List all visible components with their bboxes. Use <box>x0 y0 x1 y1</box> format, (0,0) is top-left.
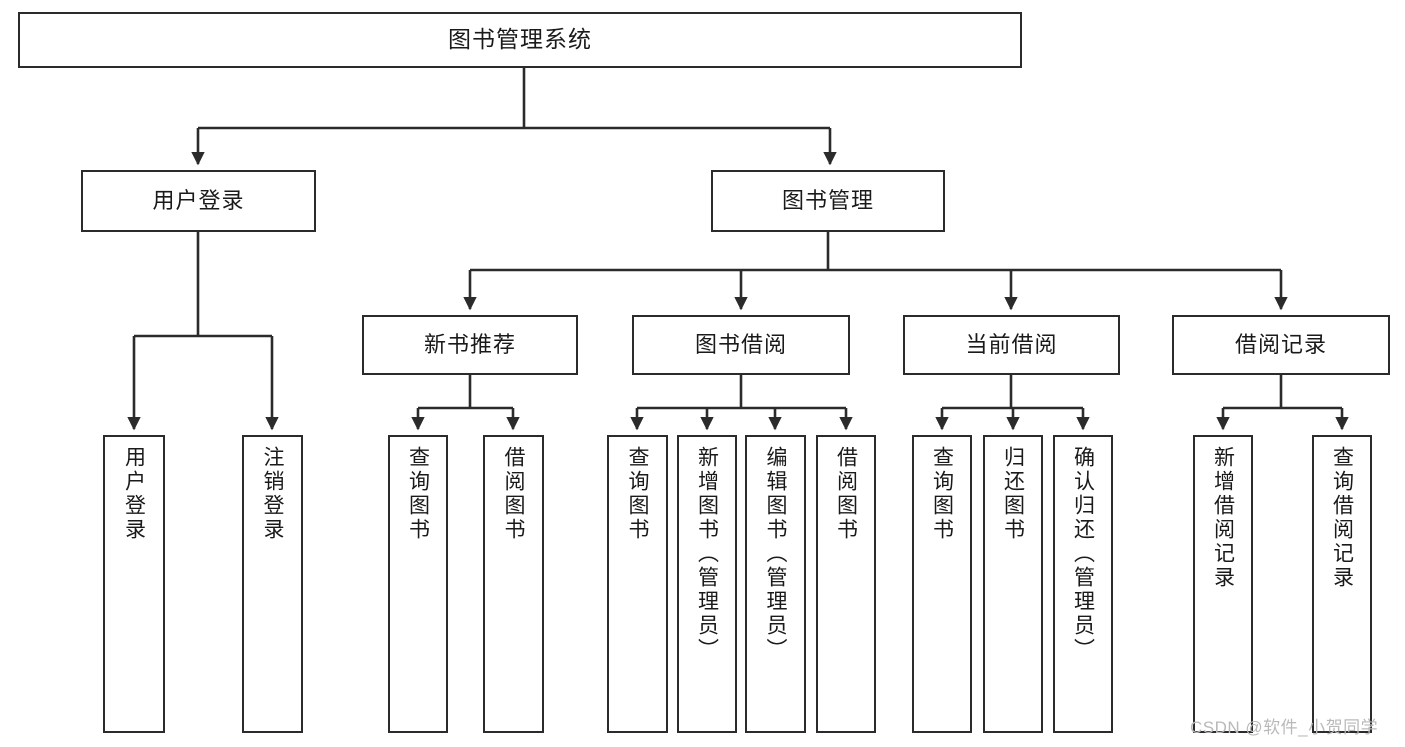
leaf-borrow-book-2[interactable]: 借阅图书 <box>816 435 876 733</box>
leaf-query-book-3[interactable]: 查询图书 <box>912 435 972 733</box>
node-borrow-record-label: 借阅记录 <box>1234 332 1327 358</box>
node-book-borrow[interactable]: 图书借阅 <box>632 315 850 375</box>
leaf-query-book-1-label: 查询图书 <box>406 446 430 542</box>
node-borrow-record[interactable]: 借阅记录 <box>1172 315 1390 375</box>
node-new-book-recommend[interactable]: 新书推荐 <box>362 315 578 375</box>
leaf-borrow-book-1[interactable]: 借阅图书 <box>483 435 544 733</box>
leaf-query-book-2[interactable]: 查询图书 <box>607 435 668 733</box>
leaf-query-book-2-label: 查询图书 <box>626 446 649 542</box>
leaf-logout-label: 注销登录 <box>261 446 284 542</box>
node-book-manage[interactable]: 图书管理 <box>711 170 945 232</box>
node-current-borrow-label: 当前借阅 <box>965 332 1058 358</box>
leaf-add-borrow-record-label: 新增借阅记录 <box>1211 446 1235 590</box>
leaf-logout[interactable]: 注销登录 <box>242 435 303 733</box>
leaf-query-book-3-label: 查询图书 <box>930 446 954 542</box>
leaf-add-borrow-record[interactable]: 新增借阅记录 <box>1193 435 1253 733</box>
leaf-add-book-label: 新增图书（管理员） <box>695 446 719 662</box>
leaf-add-book[interactable]: 新增图书（管理员） <box>677 435 737 733</box>
node-book-manage-label: 图书管理 <box>781 188 874 214</box>
node-user-login[interactable]: 用户登录 <box>81 170 316 232</box>
leaf-confirm-return-label: 确认归还（管理员） <box>1071 446 1095 662</box>
node-current-borrow[interactable]: 当前借阅 <box>903 315 1120 375</box>
leaf-return-book[interactable]: 归还图书 <box>983 435 1043 733</box>
leaf-edit-book-label: 编辑图书（管理员） <box>764 446 787 662</box>
leaf-edit-book[interactable]: 编辑图书（管理员） <box>745 435 806 733</box>
leaf-confirm-return[interactable]: 确认归还（管理员） <box>1053 435 1113 733</box>
leaf-user-login[interactable]: 用户登录 <box>103 435 165 733</box>
leaf-return-book-label: 归还图书 <box>1001 446 1025 542</box>
leaf-user-login-label: 用户登录 <box>122 446 146 542</box>
node-root[interactable]: 图书管理系统 <box>18 12 1022 68</box>
node-new-book-recommend-label: 新书推荐 <box>423 332 516 358</box>
leaf-query-book-1[interactable]: 查询图书 <box>388 435 448 733</box>
node-root-label: 图书管理系统 <box>448 26 592 53</box>
watermark: CSDN @软件_小贺同学 <box>1190 718 1379 737</box>
node-user-login-label: 用户登录 <box>152 188 245 214</box>
leaf-query-borrow-record[interactable]: 查询借阅记录 <box>1312 435 1372 733</box>
node-book-borrow-label: 图书借阅 <box>694 332 787 358</box>
leaf-borrow-book-1-label: 借阅图书 <box>502 446 525 542</box>
leaf-borrow-book-2-label: 借阅图书 <box>834 446 858 542</box>
leaf-query-borrow-record-label: 查询借阅记录 <box>1330 446 1354 590</box>
